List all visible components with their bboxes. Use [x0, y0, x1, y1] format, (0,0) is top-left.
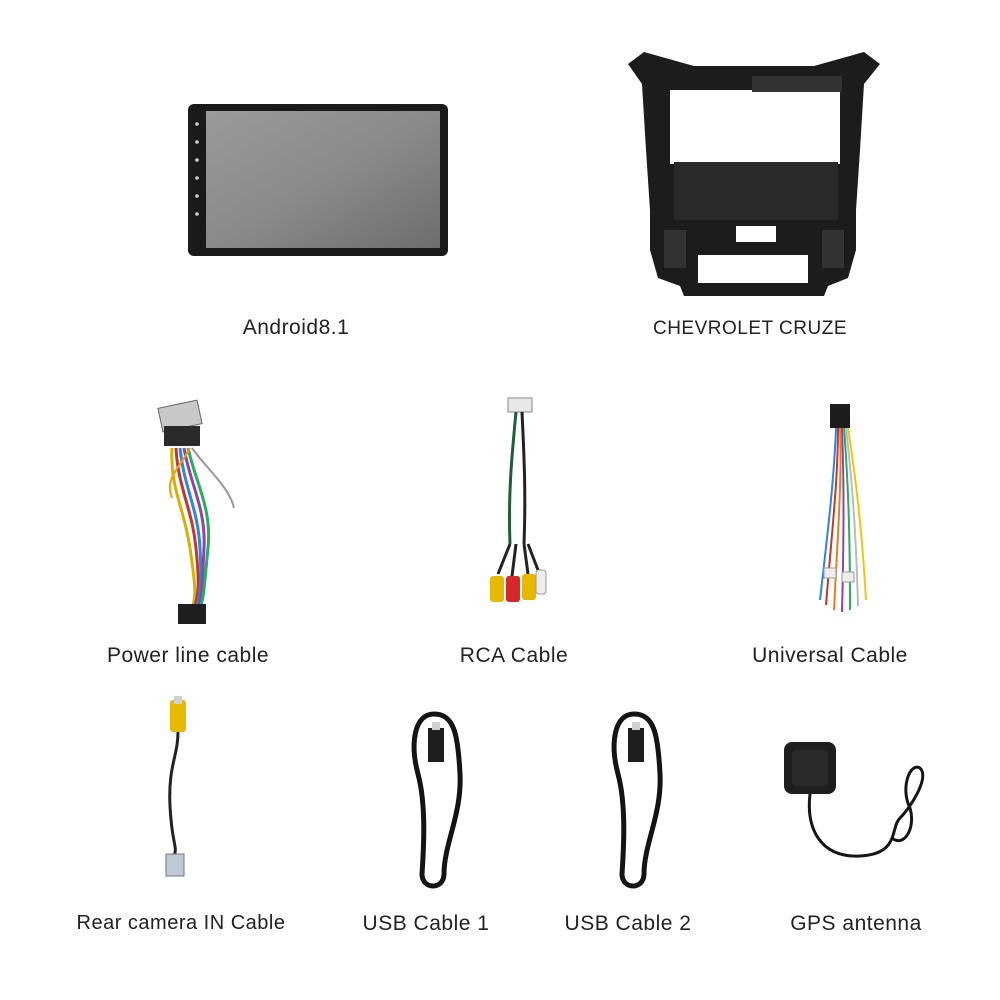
dash-frame-icon: [628, 52, 880, 296]
usb-cable-2-label: USB Cable 2: [564, 912, 692, 935]
power-harness-icon: [157, 399, 235, 624]
rca-cable-icon: [490, 397, 547, 602]
camera-cable-icon: [165, 696, 186, 877]
car-stereo-screen-icon: [188, 104, 448, 256]
camera-cable-label: Rear camera IN Cable: [76, 912, 286, 934]
gps-antenna-icon: [784, 742, 925, 858]
usb-cable-icon: [611, 711, 663, 889]
gps-antenna-label: GPS antenna: [790, 912, 922, 935]
frame-label: CHEVROLET CRUZE: [652, 318, 847, 339]
universal-harness-icon: [819, 404, 867, 613]
usb-cable-icon: [411, 711, 463, 889]
usb-cable-1-label: USB Cable 1: [362, 912, 490, 935]
universal-cable-label: Universal Cable: [752, 644, 908, 667]
power-cable-label: Power line cable: [106, 644, 270, 667]
rca-cable-label: RCA Cable: [459, 644, 569, 667]
head-unit-label: Android8.1: [242, 316, 350, 339]
